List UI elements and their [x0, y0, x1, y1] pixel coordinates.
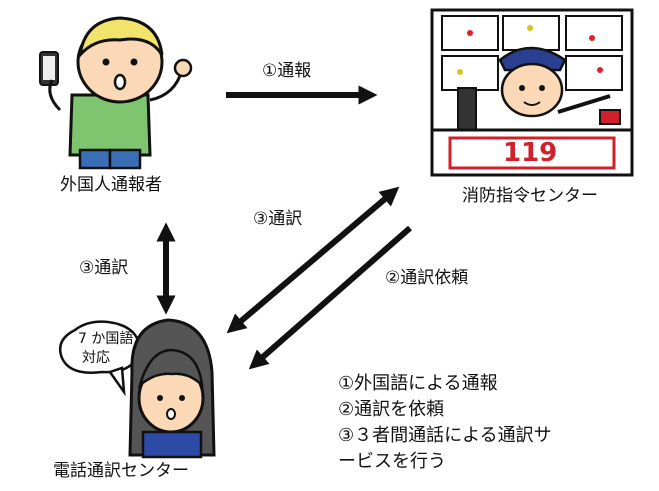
arrow-request — [248, 225, 412, 370]
note-line: ②通訳を依頼 — [338, 399, 445, 420]
bubble-line2: 対応 — [82, 350, 110, 366]
police-cap-icon — [498, 46, 567, 72]
sign-119: 119 — [503, 138, 558, 168]
radio-icon — [457, 87, 477, 131]
arrow-dispatch-interpreter — [226, 186, 400, 334]
bubble-line1: 7 か国語 — [78, 331, 134, 347]
interpreter-label: 電話通訳センター — [53, 461, 189, 481]
edge-label-interpret-left: ③通訳 — [79, 258, 129, 278]
alarm-light-icon — [599, 109, 621, 125]
edge-label-interpret-diag: ③通訳 — [253, 209, 303, 229]
edge-label-report: ①通報 — [262, 61, 312, 81]
note-line: ①外国語による通報 — [338, 373, 498, 394]
note-line: ービスを行う — [338, 451, 446, 472]
note-line: ③３者間通話による通訳サ — [338, 425, 552, 446]
interpreter-illustration — [58, 318, 216, 459]
speech-bubble — [58, 320, 142, 374]
caller-label: 外国人通報者 — [60, 175, 162, 195]
caller-illustration — [39, 16, 193, 170]
dispatch-center-illustration — [430, 8, 634, 177]
notes-block: ①外国語による通報 ②通訳を依頼 ③３者間通話による通訳サ ービスを行う — [338, 371, 552, 475]
edge-label-request: ②通訳依頼 — [385, 268, 469, 288]
dispatch-label: 消防指令センター — [462, 186, 598, 206]
